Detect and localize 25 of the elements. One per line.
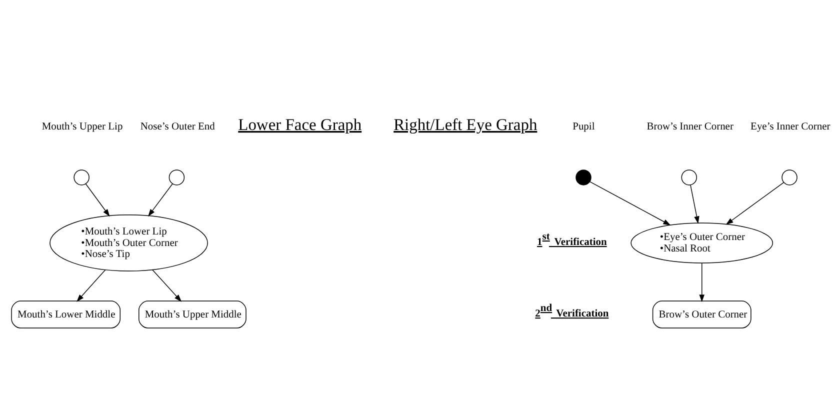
arrow: [589, 181, 671, 226]
node-circle: [782, 170, 798, 186]
arrow: [148, 184, 173, 217]
arrow: [76, 269, 106, 302]
arrow: [152, 269, 182, 302]
node-circle: [681, 170, 697, 186]
label: Lower Face Graph: [238, 114, 362, 134]
node-box: Brow’s Outer Corner: [652, 300, 752, 328]
node-circle: [74, 170, 90, 186]
node-box: Mouth’s Upper Middle: [138, 300, 246, 328]
node-ellipse: •Mouth’s Lower Lip •Mouth’s Outer Corner •Nose’s Tip: [50, 214, 208, 272]
node-label: Brow’s Inner Corner: [646, 121, 734, 132]
arrow: [699, 262, 704, 302]
arrow: [690, 184, 700, 224]
label: Right/Left Eye Graph: [394, 114, 538, 134]
node-ellipse: •Eye’s Outer Corner •Nasal Root: [630, 222, 774, 264]
arrow: [85, 184, 110, 217]
node-box: Mouth’s Lower Middle: [11, 300, 121, 328]
node-circle: [168, 170, 185, 186]
node-label: Nose’s Outer End: [140, 121, 215, 132]
node-circle: [576, 170, 592, 186]
node-label: Mouth’s Upper Lip: [42, 121, 123, 132]
arrow: [726, 182, 784, 225]
node-label: Pupil: [572, 121, 595, 132]
node-label: Eye’s Inner Corner: [750, 121, 830, 132]
